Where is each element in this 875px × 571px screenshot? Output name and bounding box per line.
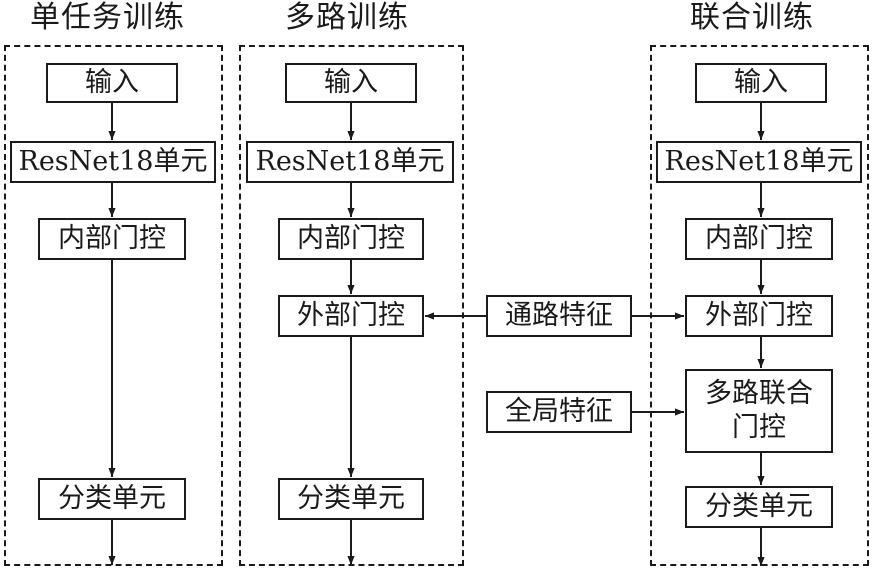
- multipath-input-box: 输入: [285, 63, 417, 103]
- joint-title: 联合训练: [690, 0, 814, 35]
- joint-input-box: 输入: [695, 63, 827, 103]
- joint-classifier-box: 分类单元: [685, 486, 833, 528]
- joint-multipath-gate-line1: 多路联合: [705, 378, 813, 409]
- joint-resnet-box: ResNet18单元: [656, 141, 862, 183]
- single-classifier-box: 分类单元: [38, 478, 186, 520]
- path-feature-box: 通路特征: [486, 295, 632, 337]
- single-internal-gate-box: 内部门控: [38, 218, 186, 260]
- joint-external-gate-box: 外部门控: [685, 295, 833, 337]
- joint-internal-gate-box: 内部门控: [685, 218, 833, 260]
- global-feature-box: 全局特征: [486, 391, 632, 433]
- joint-multipath-gate-box: 多路联合 门控: [685, 369, 833, 453]
- joint-multipath-gate-line2: 门控: [732, 412, 786, 443]
- multipath-resnet-box: ResNet18单元: [246, 141, 454, 183]
- multipath-classifier-box: 分类单元: [278, 478, 424, 520]
- multipath-title: 多路训练: [285, 0, 409, 35]
- multipath-external-gate-box: 外部门控: [278, 295, 424, 337]
- single-task-panel: [4, 45, 223, 566]
- multipath-internal-gate-box: 内部门控: [278, 218, 424, 260]
- single-resnet-box: ResNet18单元: [10, 141, 216, 183]
- single-task-title: 单任务训练: [30, 0, 185, 35]
- single-input-box: 输入: [46, 63, 178, 103]
